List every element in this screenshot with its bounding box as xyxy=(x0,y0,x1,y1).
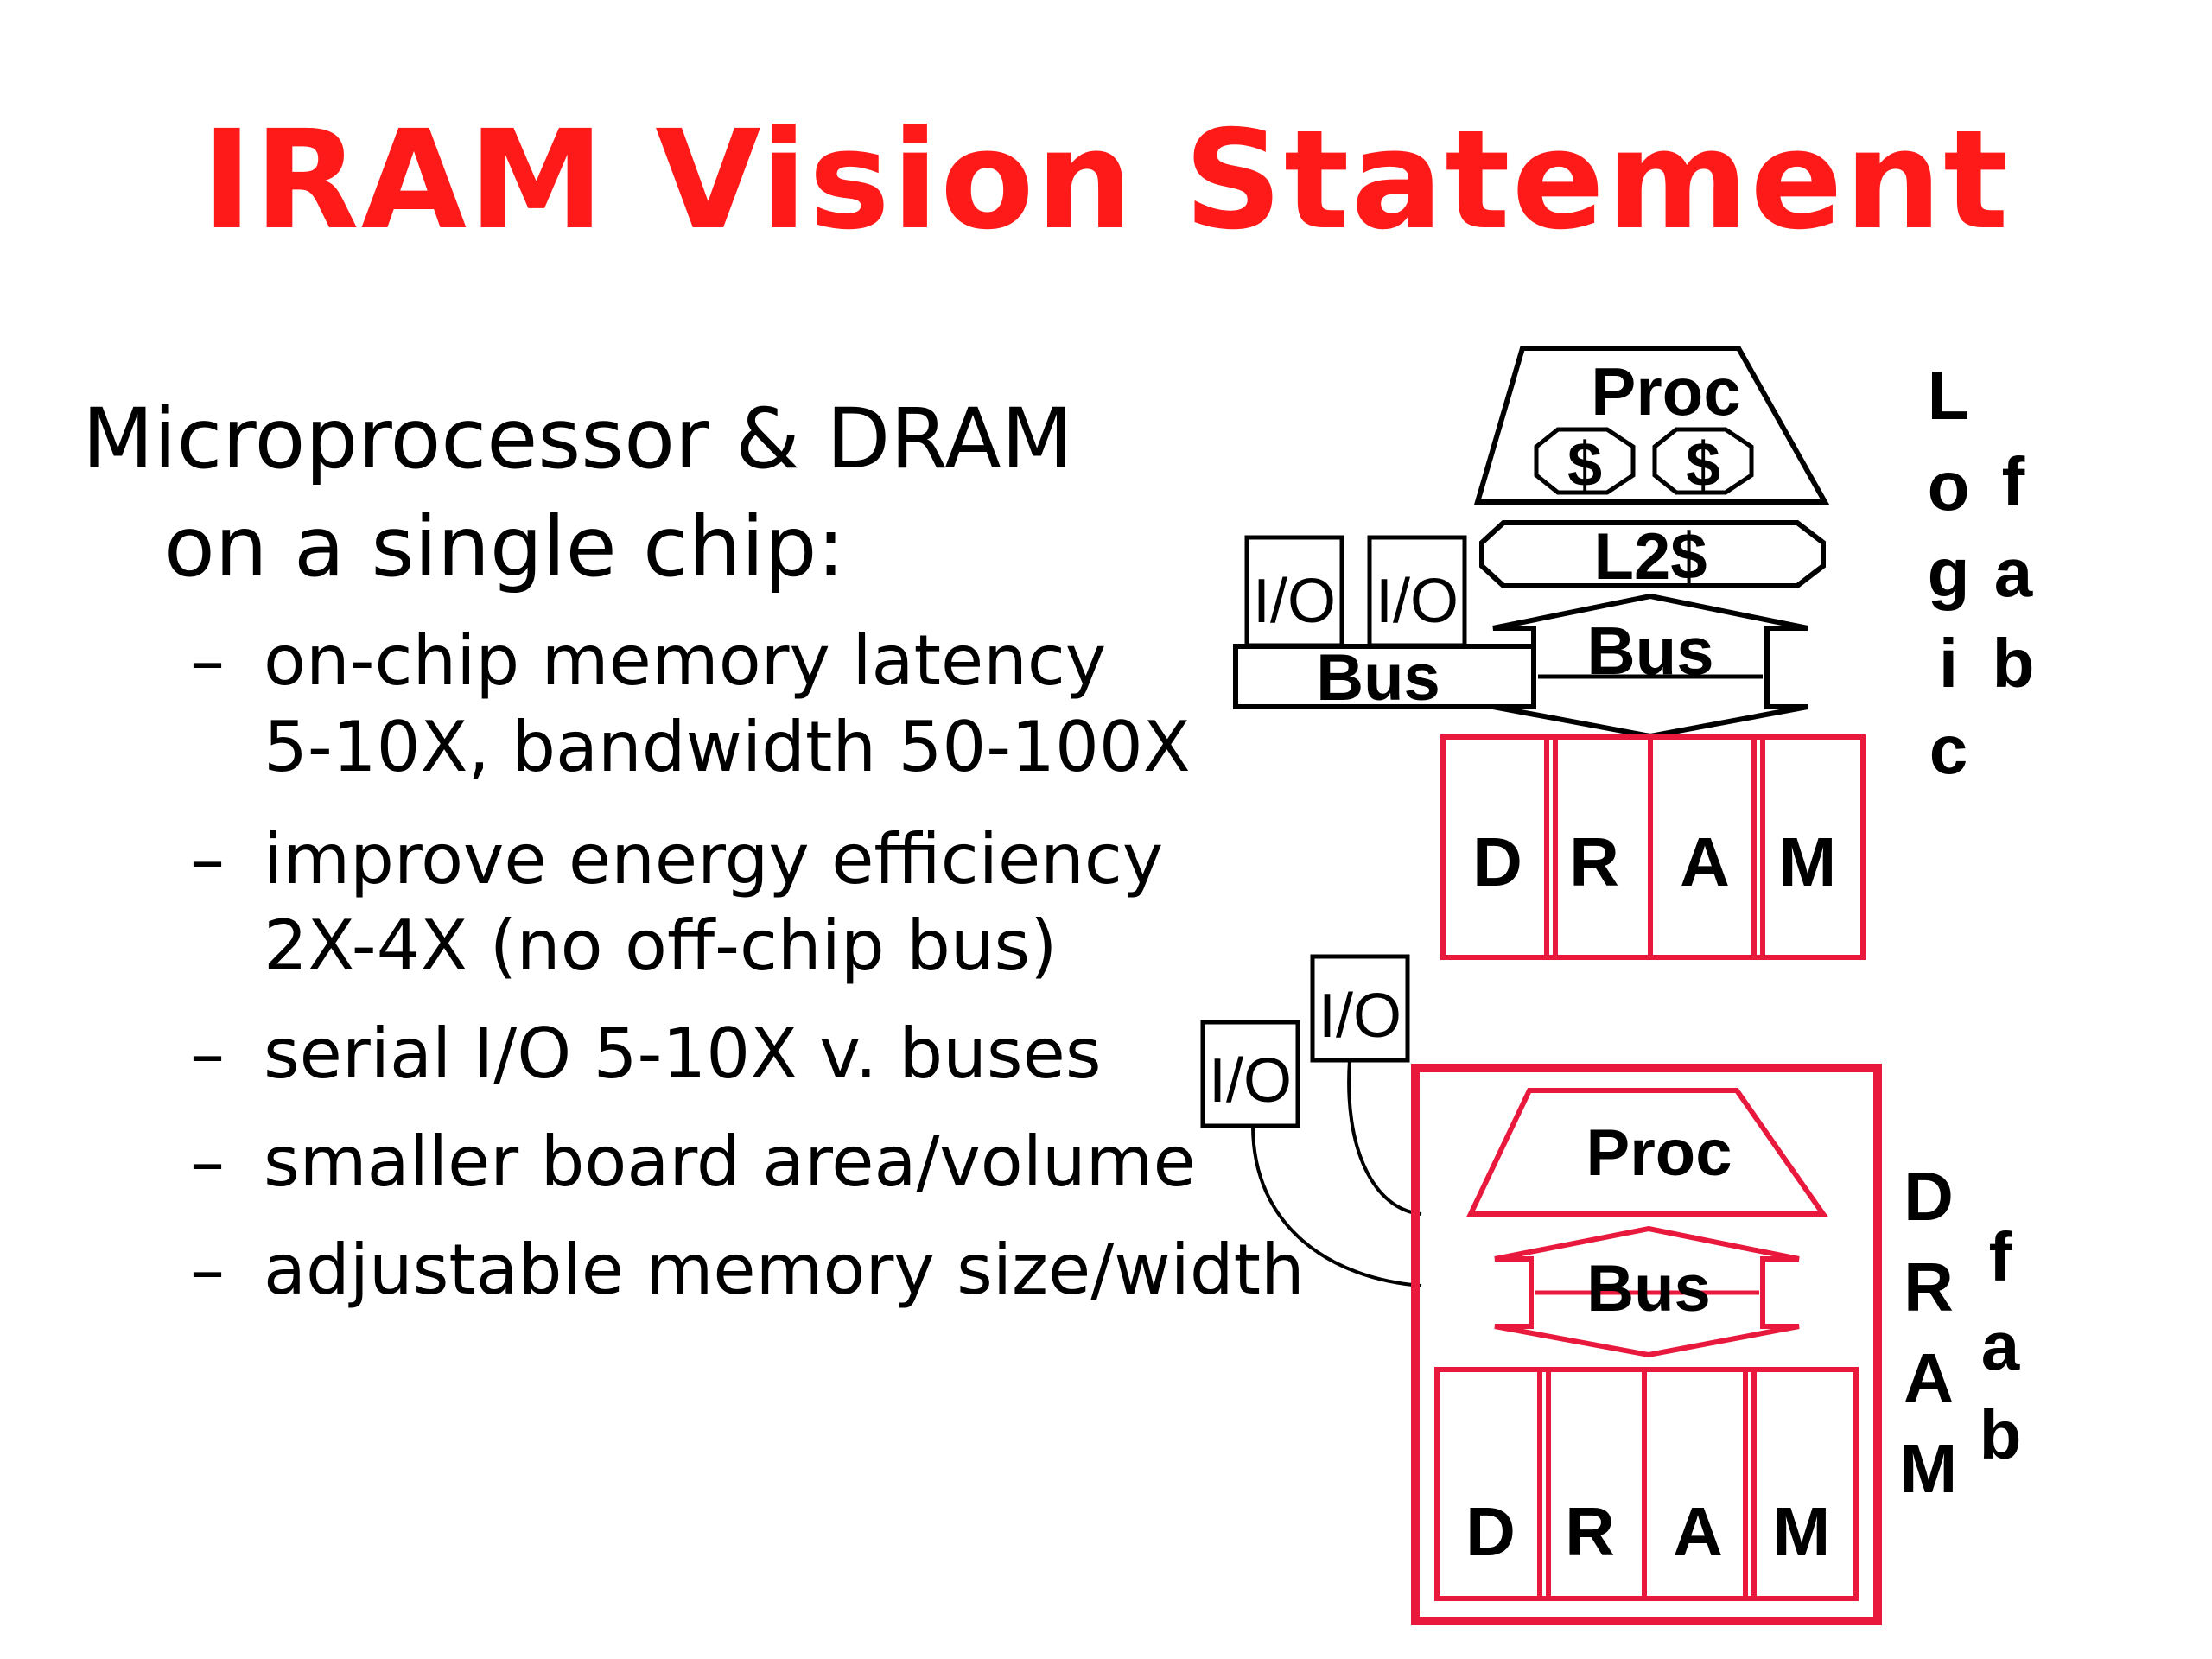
bottom-io-1-label: I/O xyxy=(1319,982,1402,1051)
logic-fab-label-a: a xyxy=(1994,534,2033,611)
logic-label-i: i xyxy=(1939,625,1958,702)
lead-line-2: on a single chip: xyxy=(164,499,845,595)
iram-chip-outline xyxy=(1411,1064,1882,1625)
top-internal-bus-label: Bus xyxy=(1586,613,1713,689)
bullet-marker: – xyxy=(190,819,225,899)
bottom-proc-trapezoid xyxy=(1466,1088,1828,1217)
top-external-bus-label: Bus xyxy=(1316,641,1440,715)
bullet-5-line-1: adjustable memory size/width xyxy=(264,1230,1305,1310)
bottom-proc-label: Proc xyxy=(1586,1116,1732,1190)
logic-fab-label-f: f xyxy=(2002,443,2025,520)
top-cache-1-label: $ xyxy=(1567,430,1602,499)
top-io-2-label: I/O xyxy=(1376,567,1459,636)
bullet-1-line-1: on-chip memory latency xyxy=(264,620,1107,701)
bottom-io-2-connector xyxy=(1251,1125,1422,1287)
bullet-3-line-1: serial I/O 5-10X v. buses xyxy=(264,1014,1102,1094)
top-cache-1-octagon xyxy=(1534,427,1636,495)
top-proc-label: Proc xyxy=(1591,353,1740,429)
top-io-1-label: I/O xyxy=(1253,567,1336,636)
dram-fab-label-b: b xyxy=(1980,1396,2022,1473)
top-cache-2-label: $ xyxy=(1686,430,1720,499)
bullet-4-line-1: smaller board area/volume xyxy=(264,1122,1196,1202)
bullet-2-line-1: improve energy efficiency xyxy=(264,819,1164,899)
logic-label-g: g xyxy=(1928,534,1970,611)
bullet-marker: – xyxy=(190,1014,225,1094)
logic-label-c: c xyxy=(1929,711,1968,788)
bullet-marker: – xyxy=(190,1230,225,1310)
bottom-dram-letter-r: R xyxy=(1565,1493,1615,1570)
top-dram-letter-d: D xyxy=(1472,823,1522,900)
top-dram-letter-m: M xyxy=(1779,823,1837,900)
bottom-dram-letter-d: D xyxy=(1465,1493,1516,1570)
logic-fab-label-b: b xyxy=(1993,625,2035,702)
bottom-io-1-box xyxy=(1310,954,1410,1063)
top-cache-2-octagon xyxy=(1652,427,1754,495)
logic-label-l: L xyxy=(1928,357,1970,434)
dram-label-d: D xyxy=(1904,1158,1954,1235)
top-dram-letter-r: R xyxy=(1569,823,1619,900)
bottom-bus-label: Bus xyxy=(1586,1252,1711,1325)
bullet-marker: – xyxy=(190,1122,225,1202)
top-dram-letter-a: A xyxy=(1680,823,1730,900)
dram-fab-label-f: f xyxy=(1989,1218,2012,1295)
bullet-1-line-2: 5-10X, bandwidth 50-100X xyxy=(264,707,1191,787)
bullet-marker: – xyxy=(190,620,225,701)
bottom-io-1-connector xyxy=(1347,1059,1422,1216)
bullet-2-line-2: 2X-4X (no off-chip bus) xyxy=(264,906,1058,986)
top-proc-trapezoid xyxy=(1473,346,1830,505)
bottom-dram-letter-m: M xyxy=(1773,1493,1831,1570)
lead-line-1: Microprocessor & DRAM xyxy=(82,391,1073,487)
top-system: Proc $ $ L2$ I/O I/O Bus Bus D R A M L o xyxy=(1233,346,2035,960)
bottom-io-2-label: I/O xyxy=(1209,1046,1292,1116)
bottom-dram-letter-a: A xyxy=(1673,1493,1723,1570)
top-l2-label: L2$ xyxy=(1594,520,1707,594)
dram-label-m: M xyxy=(1900,1430,1958,1507)
bottom-system: I/O I/O Proc Bus D R A M D R A M f a b xyxy=(1200,954,2022,1625)
bottom-io-2-box xyxy=(1200,1020,1300,1128)
slide-title: IRAM Vision Statement xyxy=(201,101,2011,260)
top-l2-octagon xyxy=(1479,520,1826,588)
dram-label-r: R xyxy=(1904,1249,1954,1325)
logic-label-o: o xyxy=(1928,448,1970,524)
dram-label-a: A xyxy=(1904,1339,1954,1416)
dram-fab-label-a: a xyxy=(1981,1307,2020,1384)
